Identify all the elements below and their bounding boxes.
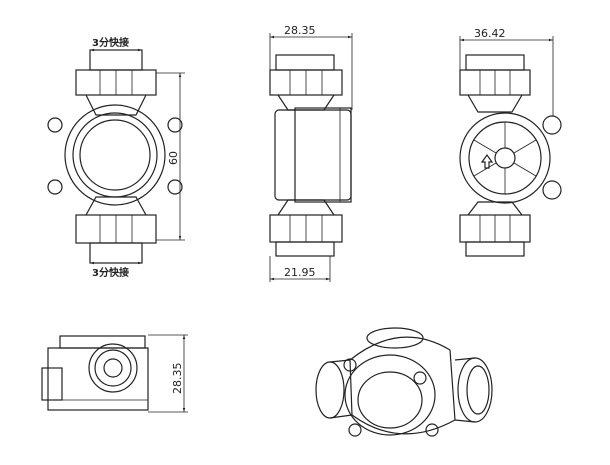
flow-arrow-icon [480,153,494,169]
fitting-top-label: 3分快接 [92,36,129,49]
isometric-view [315,327,493,437]
side-view: 28.35 21.95 [269,24,353,282]
width-dimension-36-42: 36.42 [474,27,506,40]
width-dimension-28-35: 28.35 [284,24,316,37]
width-dimension-21-95: 21.95 [284,266,316,279]
fitting-bottom-label: 3分快接 [92,266,129,279]
height-dimension-28-35: 28.35 [171,363,184,395]
bottom-view: 28.35 [41,334,188,413]
front-view: 3分快接 3分快接 60 [47,36,185,279]
height-dimension-60: 60 [167,151,180,165]
back-view: 36.42 [459,27,562,257]
